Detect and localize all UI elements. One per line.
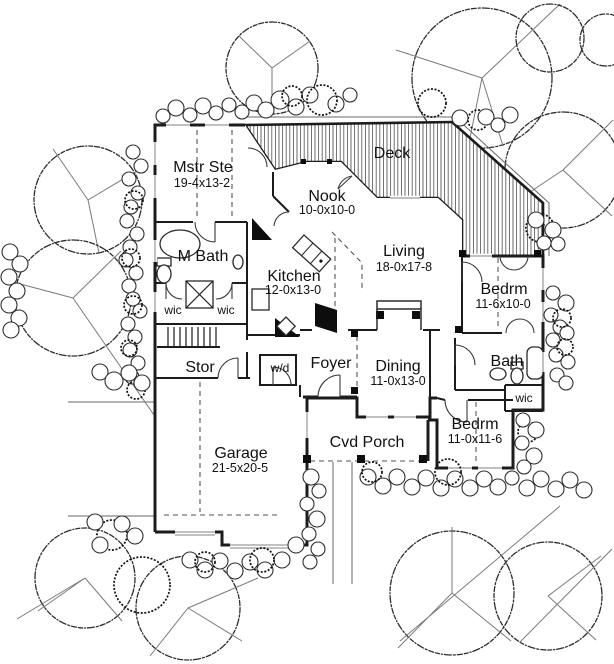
- bath-sink: [489, 367, 507, 381]
- room-labels: Mstr Ste 19-4x13-2 Nook 10-0x10-0 Deck M…: [163, 145, 532, 475]
- room-label-foyer: Foyer: [311, 355, 353, 372]
- room-dims-dining: 11-0x13-0: [370, 374, 425, 388]
- shower-stall: [185, 280, 214, 309]
- room-dims-nook: 10-0x10-0: [299, 203, 355, 217]
- dashed-lines: [164, 130, 499, 516]
- closet-label-wic-left-2: wic: [216, 303, 234, 317]
- closet-label-wic-right: wic: [514, 391, 532, 405]
- bushes-bottom: [86, 363, 593, 614]
- toilet-bowl: [156, 264, 172, 284]
- columns: [301, 159, 541, 463]
- room-label-kitchen: Kitchen: [267, 268, 320, 285]
- kitchen-island: [291, 234, 332, 273]
- room-dims-garage: 21-5x20-5: [212, 461, 268, 475]
- fixtures: [156, 229, 544, 385]
- room-dims-living: 18-0x17-8: [376, 260, 432, 274]
- room-label-bedrm-right: Bedrm: [480, 281, 527, 298]
- bushes-right: [525, 211, 576, 391]
- dining-bay: [376, 300, 422, 330]
- room-label-mstr-ste: Mstr Ste: [173, 159, 233, 176]
- room-label-garage: Garage: [214, 445, 267, 462]
- bath-toilet-bowl: [510, 367, 524, 385]
- laundry-label: w/d: [270, 361, 290, 375]
- room-label-deck: Deck: [374, 145, 411, 162]
- kitchen-prep-island: [275, 316, 297, 337]
- bushes-left: [0, 144, 149, 400]
- windows: [152, 122, 546, 549]
- vanity-sink: [232, 254, 244, 270]
- room-label-bath: Bath: [491, 353, 524, 370]
- room-label-living: Living: [383, 243, 425, 260]
- master-tub: [159, 229, 201, 259]
- shrub-clusters: [0, 84, 593, 614]
- room-dims-kitchen: 12-0x13-0: [265, 283, 321, 297]
- refrigerator: [251, 288, 270, 311]
- room-label-dining: Dining: [375, 358, 420, 375]
- room-label-stor: Stor: [185, 359, 215, 376]
- closet-label-wic-left-1: wic: [163, 303, 181, 317]
- room-dims-mstr-ste: 19-4x13-2: [174, 176, 230, 190]
- room-dims-bedrm-bottom: 11-0x11-6: [448, 432, 502, 446]
- stairs: [167, 327, 217, 347]
- bath-tub: [526, 346, 544, 380]
- room-label-bedrm-bottom: Bedrm: [451, 416, 498, 433]
- room-dims-bedrm-right: 11-6x10-0: [475, 297, 530, 311]
- bushes-top: [155, 84, 519, 133]
- door-swings: [165, 147, 535, 423]
- driveway-lines: [68, 401, 155, 517]
- room-label-nook: Nook: [308, 188, 346, 205]
- room-label-cvd-porch: Cvd Porch: [330, 434, 405, 451]
- room-label-m-bath: M Bath: [178, 248, 229, 265]
- walkway-lines: [332, 462, 353, 584]
